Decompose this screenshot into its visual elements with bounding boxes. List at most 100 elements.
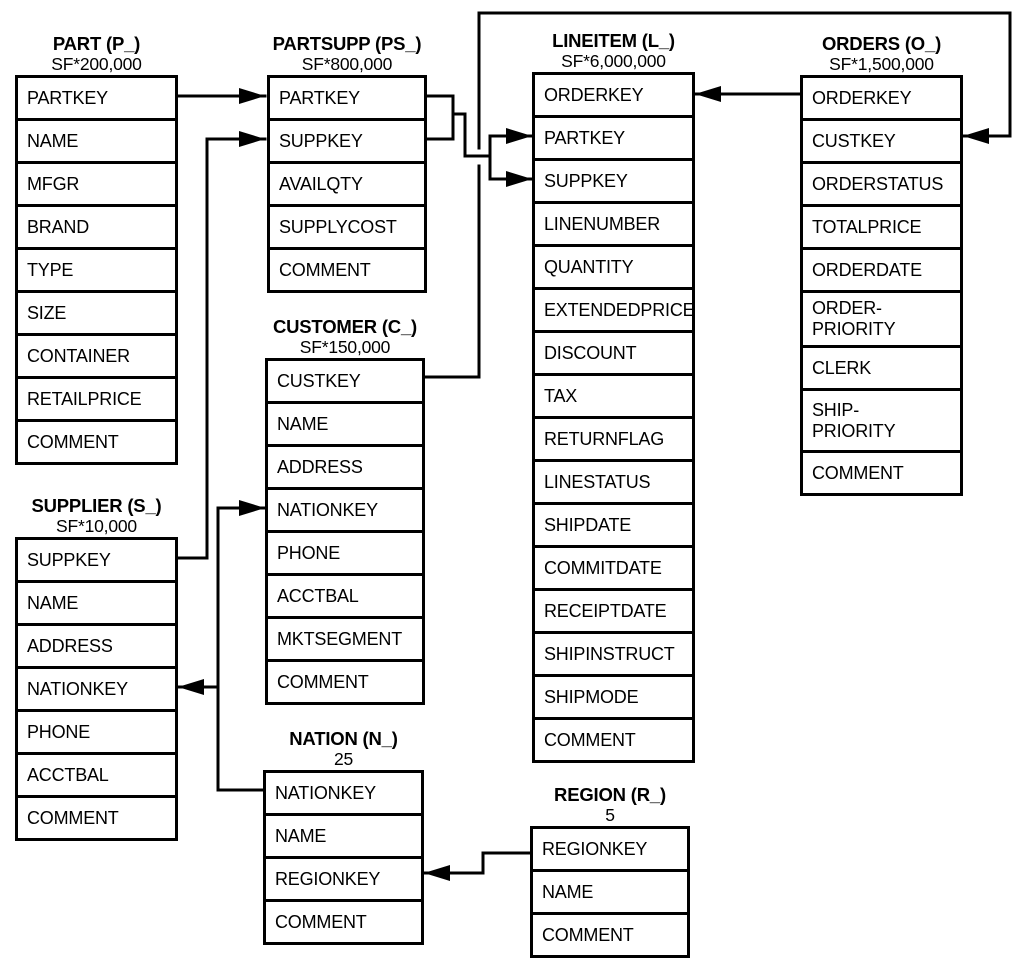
orders-cardinality: SF*1,500,000 [829, 54, 934, 74]
part-row-brand: BRAND [15, 204, 178, 250]
supplier-row-phone: PHONE [15, 709, 178, 755]
customer-table-name: CUSTOMER (C_) [272, 316, 418, 337]
part-row-label-partkey: PARTKEY [27, 87, 108, 108]
supplier-row-suppkey: SUPPKEY [15, 537, 178, 583]
region-cardinality: 5 [605, 805, 615, 825]
orders-row-orderstatus: ORDERSTATUS [800, 161, 963, 207]
partsupp-row-label-suppkey: SUPPKEY [279, 130, 363, 151]
customer-row-phone: PHONE [265, 530, 425, 576]
partsupp-table-name: PARTSUPP (PS_) [272, 33, 422, 54]
orders-row-ship-priority: SHIP- PRIORITY [800, 388, 963, 453]
nation-row-name: NAME [263, 813, 424, 859]
orders-row-orderkey: ORDERKEY [800, 75, 963, 121]
customer-row-nationkey: NATIONKEY [265, 487, 425, 533]
customer-row-label-phone: PHONE [277, 542, 341, 563]
supplier-cardinality: SF*10,000 [56, 516, 137, 536]
part-row-label-name: NAME [27, 130, 79, 151]
lineitem-row-linenumber: LINENUMBER [532, 201, 695, 247]
region-row-name: NAME [530, 869, 690, 915]
customer-row-name: NAME [265, 401, 425, 447]
lineitem-row-label-partkey: PARTKEY [544, 127, 625, 148]
orders-row-order-priority: ORDER- PRIORITY [800, 290, 963, 348]
customer-row-label-address: ADDRESS [277, 456, 363, 477]
rel-partsupp-partkey-to-lineitem-partkey [425, 94, 534, 181]
rel-region-regionkey-to-nation-regionkey [422, 851, 532, 881]
lineitem-row-label-suppkey: SUPPKEY [544, 170, 628, 191]
lineitem-row-orderkey: ORDERKEY [532, 72, 695, 118]
supplier-table-title: SUPPLIER (S_)SF*10,000 [0, 495, 203, 537]
lineitem-row-receiptdate: RECEIPTDATE [532, 588, 695, 634]
supplier-table-name: SUPPLIER (S_) [31, 495, 162, 516]
orders-table-title: ORDERS (O_)SF*1,500,000 [775, 34, 988, 75]
lineitem-row-quantity: QUANTITY [532, 244, 695, 290]
nation-row-label-nationkey: NATIONKEY [275, 782, 376, 803]
supplier-row-label-address: ADDRESS [27, 635, 113, 656]
lineitem-row-label-tax: TAX [544, 385, 578, 406]
partsupp-cardinality: SF*800,000 [301, 54, 393, 74]
rel-part-partkey-to-partsupp-partkey [176, 88, 267, 104]
part-cardinality: SF*200,000 [51, 54, 142, 74]
lineitem-row-label-linenumber: LINENUMBER [544, 213, 661, 234]
supplier-row-acctbal: ACCTBAL [15, 752, 178, 798]
supplier-row-label-name: NAME [27, 592, 79, 613]
lineitem-row-label-commitdate: COMMITDATE [544, 557, 662, 578]
customer-row-comment: COMMENT [265, 659, 425, 705]
lineitem-row-label-returnflag: RETURNFLAG [544, 428, 665, 449]
part-row-label-mfgr: MFGR [27, 173, 80, 194]
supplier-row-label-phone: PHONE [27, 721, 91, 742]
customer-cardinality: SF*150,000 [299, 337, 391, 357]
lineitem-row-comment: COMMENT [532, 717, 695, 763]
lineitem-table-title: LINEITEM (L_)SF*6,000,000 [507, 30, 720, 72]
lineitem-row-label-receiptdate: RECEIPTDATE [544, 600, 667, 621]
supplier-row-nationkey: NATIONKEY [15, 666, 178, 712]
orders-row-label-comment: COMMENT [812, 462, 904, 483]
part-row-comment: COMMENT [15, 419, 178, 465]
lineitem-row-label-quantity: QUANTITY [544, 256, 634, 277]
rel-partsupp-suppkey-to-lineitem-suppkey [488, 171, 534, 187]
lineitem-row-suppkey: SUPPKEY [532, 158, 695, 204]
lineitem-row-shipinstruct: SHIPINSTRUCT [532, 631, 695, 677]
orders-row-orderdate: ORDERDATE [800, 247, 963, 293]
lineitem-row-linestatus: LINESTATUS [532, 459, 695, 505]
customer-row-label-custkey: CUSTKEY [277, 370, 361, 391]
orders-row-comment: COMMENT [800, 450, 963, 496]
partsupp-row-label-supplycost: SUPPLYCOST [279, 216, 397, 237]
orders-row-custkey: CUSTKEY [800, 118, 963, 164]
rel-nation-nationkey-to-supplier-nationkey-arrowhead-icon [178, 679, 204, 695]
region-table-name: REGION (R_) [554, 784, 666, 805]
partsupp-row-availqty: AVAILQTY [267, 161, 427, 207]
supplier-row-label-nationkey: NATIONKEY [27, 678, 128, 699]
customer-row-label-mktsegment: MKTSEGMENT [277, 628, 403, 649]
nation-row-comment: COMMENT [263, 899, 424, 945]
customer-row-custkey: CUSTKEY [265, 358, 425, 404]
rel-supplier-suppkey-to-partsupp-suppkey-arrowhead-icon [239, 131, 265, 147]
part-row-mfgr: MFGR [15, 161, 178, 207]
nation-table-name: NATION (N_) [289, 728, 398, 749]
region-table-title: REGION (R_)5 [505, 784, 715, 826]
partsupp-row-partkey: PARTKEY [267, 75, 427, 121]
lineitem-table-name: LINEITEM (L_) [552, 30, 675, 51]
lineitem-row-label-shipmode: SHIPMODE [544, 686, 639, 707]
lineitem-cardinality: SF*6,000,000 [561, 51, 666, 71]
lineitem-row-partkey: PARTKEY [532, 115, 695, 161]
nation-row-label-regionkey: REGIONKEY [275, 868, 381, 889]
customer-row-acctbal: ACCTBAL [265, 573, 425, 619]
orders-row-label-orderdate: ORDERDATE [812, 259, 922, 280]
lineitem-row-shipdate: SHIPDATE [532, 502, 695, 548]
lineitem-row-label-extendedprice: EXTENDEDPRICE [544, 299, 695, 320]
partsupp-row-label-comment: COMMENT [279, 259, 371, 280]
part-row-container: CONTAINER [15, 333, 178, 379]
lineitem-row-tax: TAX [532, 373, 695, 419]
lineitem-row-shipmode: SHIPMODE [532, 674, 695, 720]
part-row-retailprice: RETAILPRICE [15, 376, 178, 422]
partsupp-row-label-partkey: PARTKEY [279, 87, 360, 108]
customer-row-address: ADDRESS [265, 444, 425, 490]
orders-row-label-ship-priority: SHIP- PRIORITY [812, 399, 896, 441]
supplier-row-name: NAME [15, 580, 178, 626]
rel-nation-nationkey-to-customer-nationkey-arrowhead-icon [239, 500, 265, 516]
part-row-label-brand: BRAND [27, 216, 90, 237]
supplier-row-label-acctbal: ACCTBAL [27, 764, 109, 785]
orders-row-label-custkey: CUSTKEY [812, 130, 896, 151]
nation-row-nationkey: NATIONKEY [263, 770, 424, 816]
